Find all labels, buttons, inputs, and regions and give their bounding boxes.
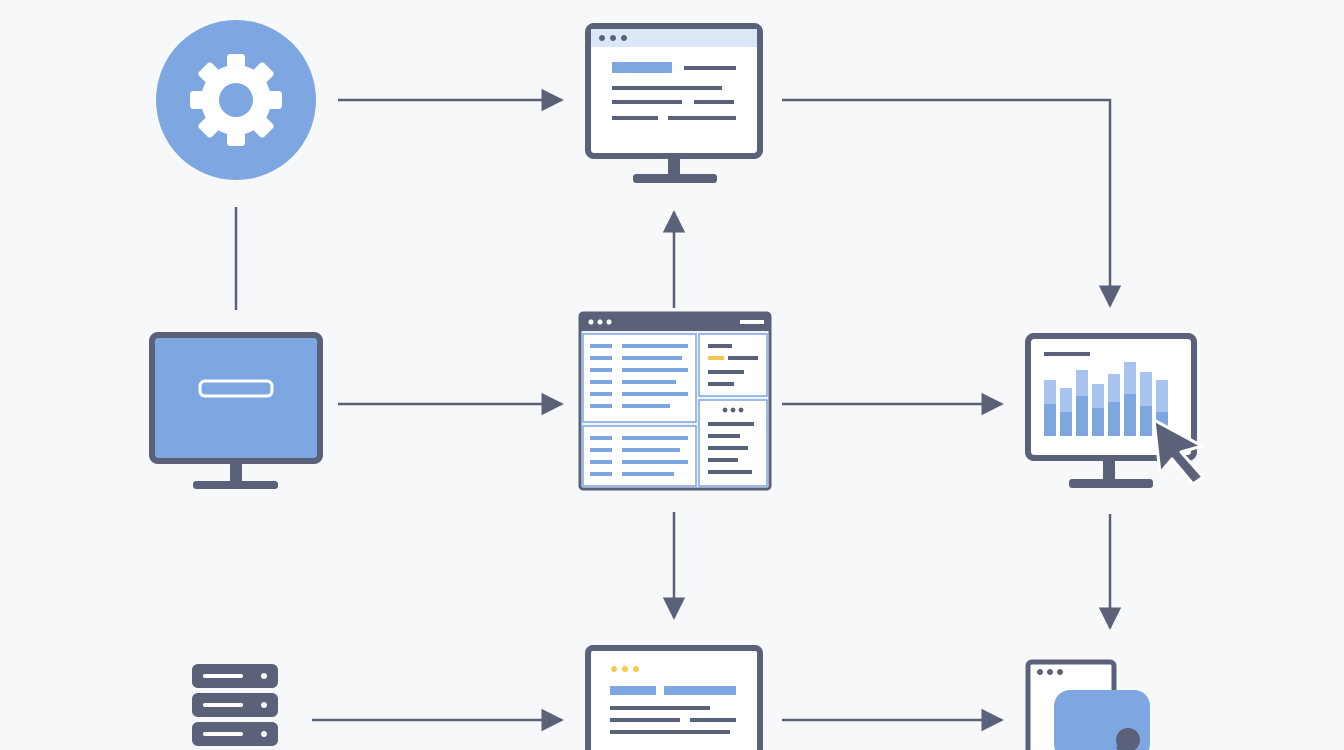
settings-node	[156, 20, 316, 180]
window-bottom-right-node	[1025, 659, 1150, 750]
monitor-login-node	[149, 332, 323, 489]
monitor-document-icon	[585, 23, 763, 183]
dashboard-node	[578, 311, 772, 491]
window-search-icon	[1025, 659, 1150, 750]
gear-icon	[190, 54, 282, 146]
dashboard-window-icon	[578, 311, 772, 491]
monitor-input-icon	[149, 332, 323, 489]
server-node	[192, 664, 278, 746]
server-icon	[192, 664, 278, 746]
document-bottom-node	[585, 645, 763, 750]
monitor-chart-node	[1025, 333, 1205, 488]
monitor-top-node	[585, 23, 763, 183]
edge-monitor-top-to-monitor-chart	[782, 98, 1122, 308]
cursor-icon	[1152, 418, 1205, 486]
monitor-bar-chart-icon	[1025, 333, 1205, 488]
document-window-icon	[585, 645, 763, 750]
connectors	[234, 88, 1122, 732]
